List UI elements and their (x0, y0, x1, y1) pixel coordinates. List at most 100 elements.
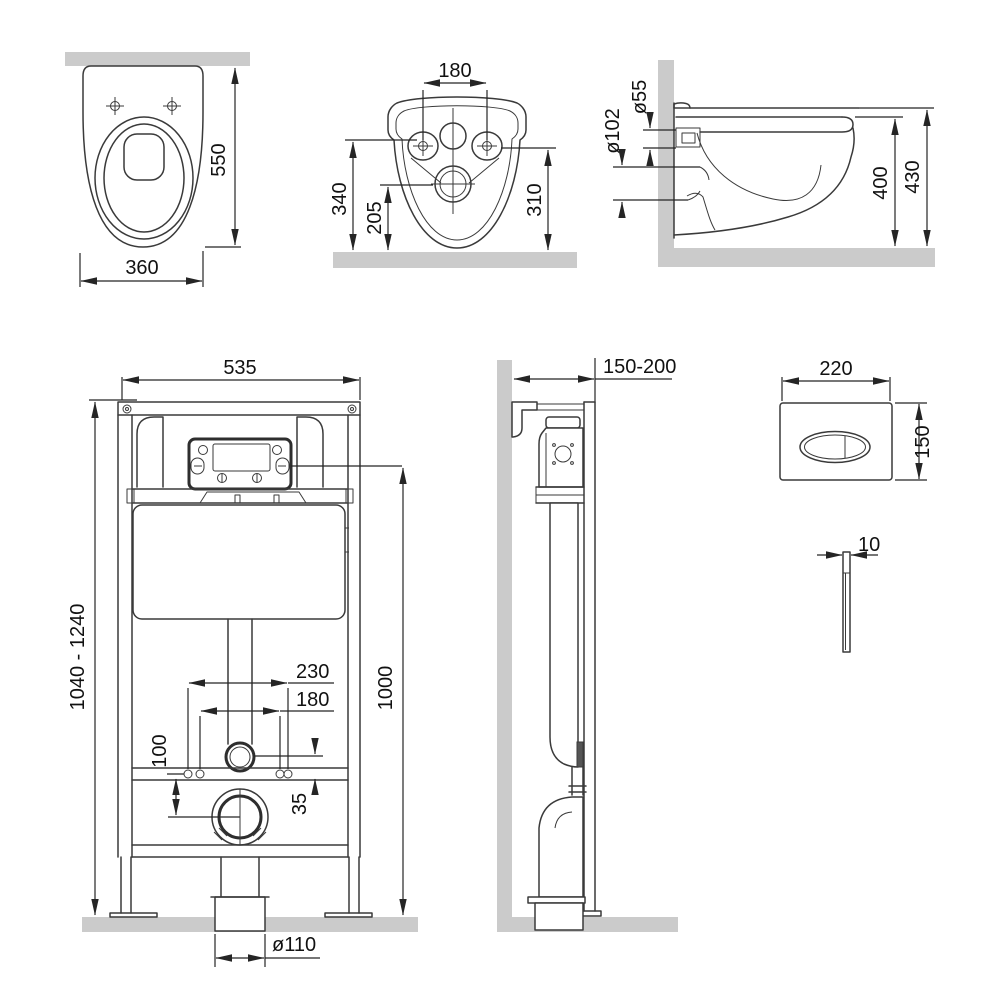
dim-430: 430 (858, 107, 934, 247)
flush-bend-side (576, 741, 584, 768)
toilet-side-view: ø55 ø102 400 430 (602, 60, 935, 267)
dim-label-230: 230 (296, 661, 329, 683)
tank-cap-side (545, 416, 581, 429)
drain-socket-side (534, 902, 584, 931)
dim-label-400: 400 (870, 166, 892, 199)
dim-340: 340 (329, 139, 417, 251)
dim-label-180-rear: 180 (438, 60, 471, 82)
toilet-top-view: 550 360 (65, 52, 250, 287)
dim-label-535: 535 (223, 357, 256, 379)
flush-pipe (227, 618, 253, 745)
dim-100: 100 (149, 734, 180, 816)
dim-label-1040-1240: 1040 - 1240 (67, 604, 89, 711)
frame-side-view: 150-200 (497, 356, 678, 932)
dim-1040-1240: 1040 - 1240 (67, 399, 137, 916)
frame-front-view: 535 1040 - 1240 1000 230 180 100 (67, 357, 418, 967)
dim-label-205: 205 (364, 201, 386, 234)
dim-150: 150 (895, 402, 934, 481)
web-line-right (468, 157, 500, 184)
floor-surface (333, 252, 577, 268)
toilet-rear-view: 180 340 205 310 (329, 60, 577, 268)
seat-outer-ring (94, 116, 194, 240)
dim-150-200: 150-200 (513, 356, 676, 402)
toilet-bowl-outline (82, 65, 204, 248)
dim-outlet-102: ø102 (602, 108, 710, 218)
tank-band-side (535, 486, 585, 504)
pipe-coupling (568, 766, 587, 796)
wall-surface (65, 52, 250, 66)
drain-elbow-inner-line (554, 811, 573, 829)
dim-label-550: 550 (208, 143, 230, 176)
drain-outlet-socket (210, 856, 270, 932)
inlet-port (439, 122, 467, 150)
bottom-crossbar (131, 844, 349, 858)
access-panel (187, 437, 293, 491)
dim-label-310: 310 (524, 183, 546, 216)
seat-inner-ring (103, 123, 185, 233)
frame-top-rail (117, 401, 361, 416)
trap-profile (686, 192, 716, 231)
flush-plate (779, 402, 893, 481)
wall-surface (658, 60, 674, 250)
web-line-left (410, 157, 442, 184)
outlet-port (431, 162, 475, 206)
inner-column-right (296, 416, 324, 488)
wall-bracket (511, 401, 538, 438)
bowl-inner-profile (696, 132, 822, 201)
dim-label-10: 10 (858, 534, 880, 556)
drain-bend (168, 788, 269, 846)
flush-opening (123, 133, 165, 181)
dim-label-o110: ø110 (272, 934, 316, 956)
seat-profile (675, 116, 854, 133)
elbow-base-plate (527, 896, 586, 904)
tank-lid (126, 488, 354, 504)
toilet-back-lip (673, 102, 691, 109)
flush-bend (224, 741, 323, 773)
dim-label-360: 360 (125, 257, 158, 279)
dim-550: 550 (205, 67, 241, 248)
dim-label-150: 150 (912, 425, 934, 458)
toilet-rear-inner-line (395, 105, 519, 241)
dim-label-430: 430 (902, 160, 924, 193)
flush-plate-side-view (842, 551, 851, 653)
dim-label-1000: 1000 (375, 666, 397, 711)
dim-400: 400 (855, 116, 903, 247)
dim-10: 10 (817, 534, 880, 559)
fill-valve-port (552, 443, 574, 465)
dim-535: 535 (121, 357, 361, 400)
bowl-outer-profile (673, 127, 855, 236)
cistern-tank (132, 504, 346, 620)
dim-label-180-frame: 180 (296, 689, 329, 711)
dim-label-220: 220 (819, 358, 852, 380)
dim-35: 35 (289, 738, 319, 815)
dim-label-o55: ø55 (629, 80, 651, 114)
flush-plate-view: 220 150 10 (779, 358, 934, 653)
dim-180-rear: 180 (422, 60, 488, 140)
dim-label-150-200: 150-200 (603, 356, 676, 378)
dim-110: ø110 (214, 934, 320, 967)
floor-surface (658, 248, 935, 267)
dim-label-340: 340 (329, 182, 351, 215)
dim-inlet-55: ø55 (629, 80, 676, 166)
toilet-rear-outline (387, 96, 527, 249)
floor-surface (497, 917, 678, 932)
dim-310: 310 (501, 147, 556, 251)
inlet-socket (675, 127, 701, 148)
wall-surface (497, 360, 512, 932)
mounting-hole-marker-right (163, 97, 181, 115)
dim-1000: 1000 (375, 467, 407, 916)
cistern-cover-box (549, 502, 579, 768)
dim-180-frame: 180 (199, 689, 334, 769)
dim-label-100: 100 (149, 734, 171, 767)
mounting-hole-marker-left (106, 97, 124, 115)
dim-205: 205 (364, 184, 433, 251)
inlet-socket-inner (681, 132, 696, 144)
dim-220: 220 (781, 358, 891, 401)
frame-legs (109, 856, 373, 918)
dim-label-o102: ø102 (602, 108, 624, 154)
flush-button (799, 430, 871, 464)
drain-elbow-side (538, 796, 584, 898)
inner-column-left (136, 416, 164, 488)
